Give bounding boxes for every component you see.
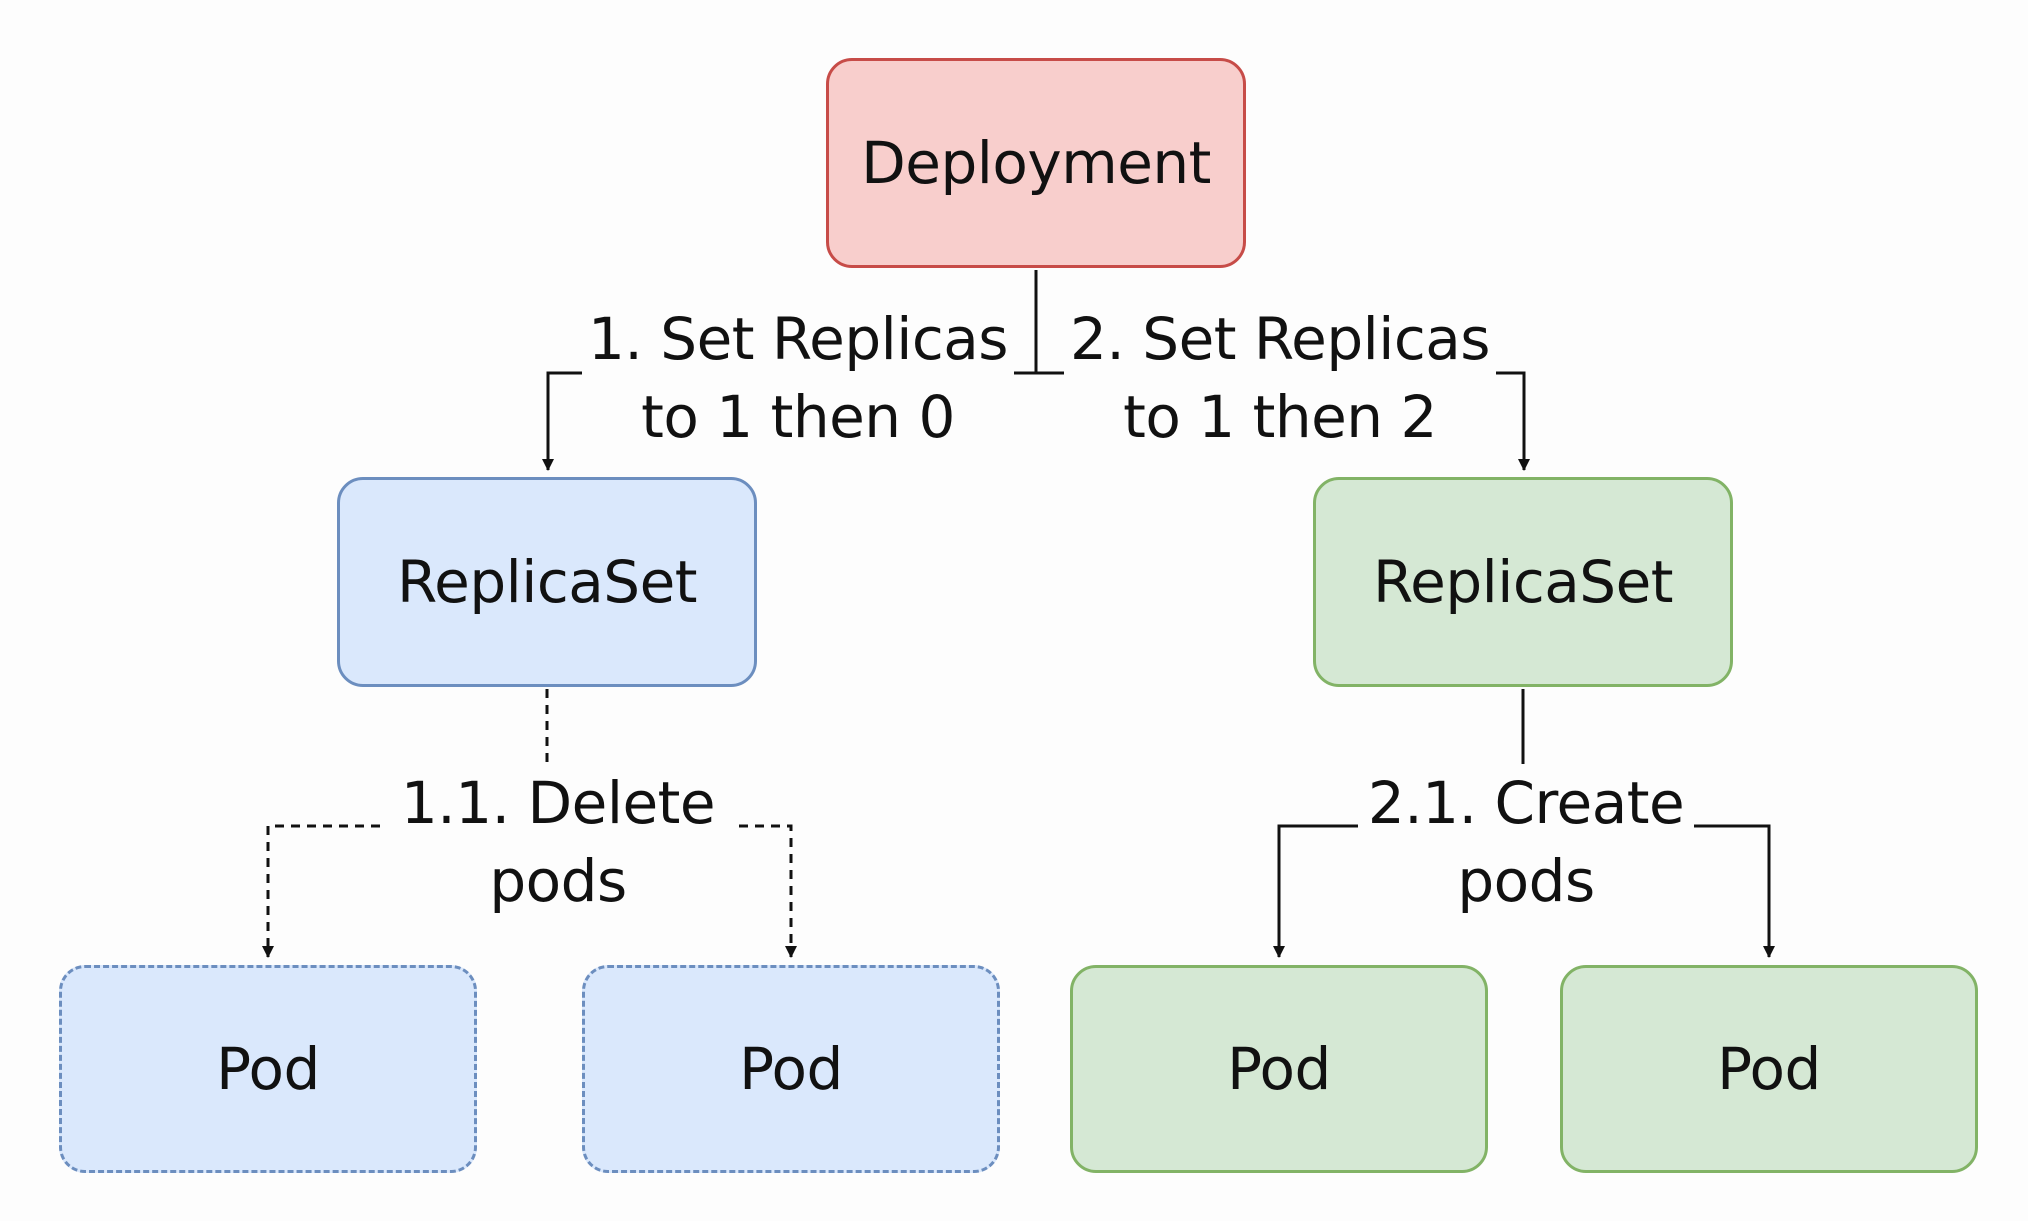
edge-label-step-1-line-1: 1. Set Replicas	[587, 305, 1009, 373]
edge-label-step-2-line-1: 2. Set Replicas	[1069, 305, 1491, 373]
edge-label-step-1: 1. Set Replicas to 1 then 0	[582, 300, 1014, 456]
edge-label-step-1-line-2: to 1 then 0	[641, 383, 955, 451]
edge-label-step-2-1-line-2: pods	[1457, 847, 1595, 915]
edge-label-step-1-1-line-1: 1.1. Delete	[400, 769, 716, 837]
pod-old-node-2-label: Pod	[739, 1035, 843, 1103]
deployment-node: Deployment	[826, 58, 1246, 268]
edge-label-step-2-line-2: to 1 then 2	[1123, 383, 1437, 451]
edge-label-step-2: 2. Set Replicas to 1 then 2	[1064, 300, 1496, 456]
replicaset-old-node: ReplicaSet	[337, 477, 757, 687]
pod-old-node-2: Pod	[582, 965, 1000, 1173]
pod-new-node-2: Pod	[1560, 965, 1978, 1173]
pod-new-node-1-label: Pod	[1227, 1035, 1331, 1103]
edge-label-step-1-1: 1.1. Delete pods	[382, 764, 734, 920]
deployment-node-label: Deployment	[861, 129, 1211, 197]
replicaset-new-node: ReplicaSet	[1313, 477, 1733, 687]
edge-label-step-2-1: 2.1. Create pods	[1358, 764, 1694, 920]
pod-new-node-2-label: Pod	[1717, 1035, 1821, 1103]
pod-new-node-1: Pod	[1070, 965, 1488, 1173]
pod-old-node-1-label: Pod	[216, 1035, 320, 1103]
edge-label-step-1-1-line-2: pods	[489, 847, 627, 915]
replicaset-old-node-label: ReplicaSet	[396, 548, 698, 616]
replicaset-new-node-label: ReplicaSet	[1372, 548, 1674, 616]
edge-label-step-2-1-line-1: 2.1. Create	[1367, 769, 1685, 837]
pod-old-node-1: Pod	[59, 965, 477, 1173]
